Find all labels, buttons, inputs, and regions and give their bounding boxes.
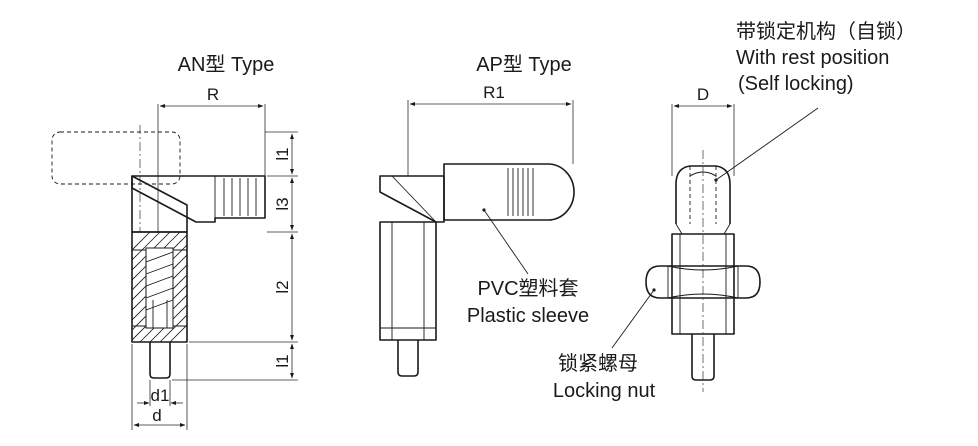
an-d-label: d <box>152 406 161 425</box>
ap-threaded-body <box>379 221 437 341</box>
ap-sleeve-grip <box>507 168 534 216</box>
rest-position-leader-dot <box>714 178 718 182</box>
an-spring <box>145 251 174 311</box>
an-d1-label: d1 <box>151 386 170 405</box>
an-ghost-handle <box>51 131 181 185</box>
nut-leader-dot <box>652 288 656 292</box>
d-dimension-label: D <box>697 85 709 104</box>
ap-plastic-sleeve <box>443 163 575 221</box>
r1-dimension-label: R1 <box>483 83 505 102</box>
ap-cam-head <box>379 175 445 223</box>
nut-leader <box>611 289 655 349</box>
sleeve-leader-dot <box>482 208 486 212</box>
ap-type-title: AP型 Type <box>476 53 572 76</box>
an-type-title: AN型 Type <box>178 53 275 76</box>
rest-position-leader <box>715 107 819 181</box>
nut-label-cn: 锁紧螺母 <box>558 352 638 375</box>
rest-position-label-en2: (Self locking) <box>738 73 854 95</box>
rest-position-label-en1: With rest position <box>736 47 889 69</box>
an-handle-grip <box>223 178 257 216</box>
an-l2-label: l2 <box>273 280 292 293</box>
side-locking-nut <box>645 265 761 299</box>
an-l3-label: l3 <box>273 197 292 210</box>
ap-cam-edge <box>391 175 437 223</box>
an-handle <box>131 175 266 223</box>
side-head <box>675 165 731 224</box>
an-type-view: AN型 Type R <box>51 53 298 430</box>
side-view: D 带锁定机构（自锁） With rest position (Self loc… <box>553 20 916 402</box>
sleeve-label-en: Plastic sleeve <box>467 305 589 327</box>
rest-position-label-cn: 带锁定机构（自锁） <box>736 20 916 43</box>
an-spring-cavity <box>145 247 174 329</box>
ap-plunger-pin <box>397 340 419 377</box>
an-plunger-pin <box>149 342 171 379</box>
r-dimension-label: R <box>207 85 219 104</box>
ap-type-view: AP型 Type R1 PVC塑料套 Plastic sle <box>379 53 589 377</box>
sleeve-label-cn: PVC塑料套 <box>477 277 578 300</box>
an-l1-upper-label: l1 <box>273 147 292 160</box>
nut-label-en: Locking nut <box>553 380 656 402</box>
an-l1-lower-label: l1 <box>273 354 292 367</box>
sleeve-leader <box>483 209 529 275</box>
